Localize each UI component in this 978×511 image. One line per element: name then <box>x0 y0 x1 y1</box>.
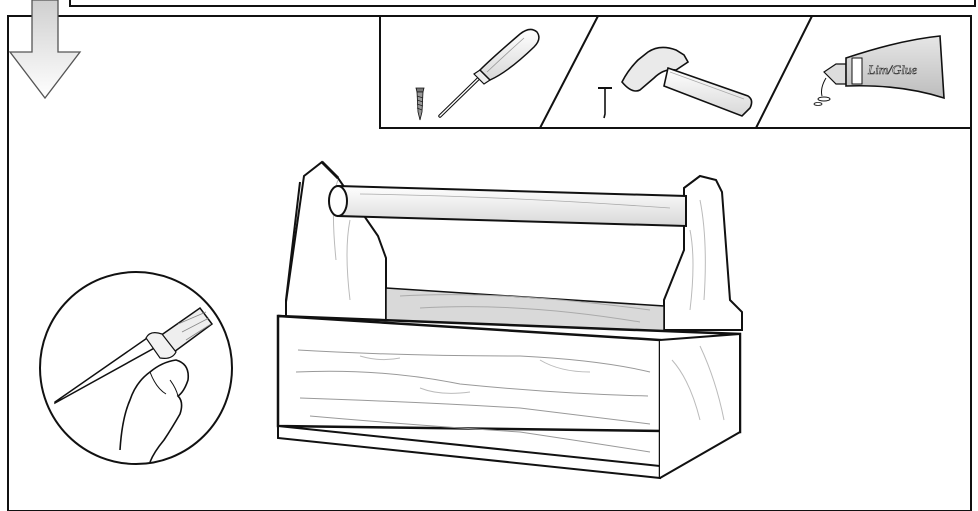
top-strip <box>70 0 975 6</box>
glue-tube-label: Lim/Glue <box>867 62 917 77</box>
sanding-detail-icon <box>40 272 232 464</box>
